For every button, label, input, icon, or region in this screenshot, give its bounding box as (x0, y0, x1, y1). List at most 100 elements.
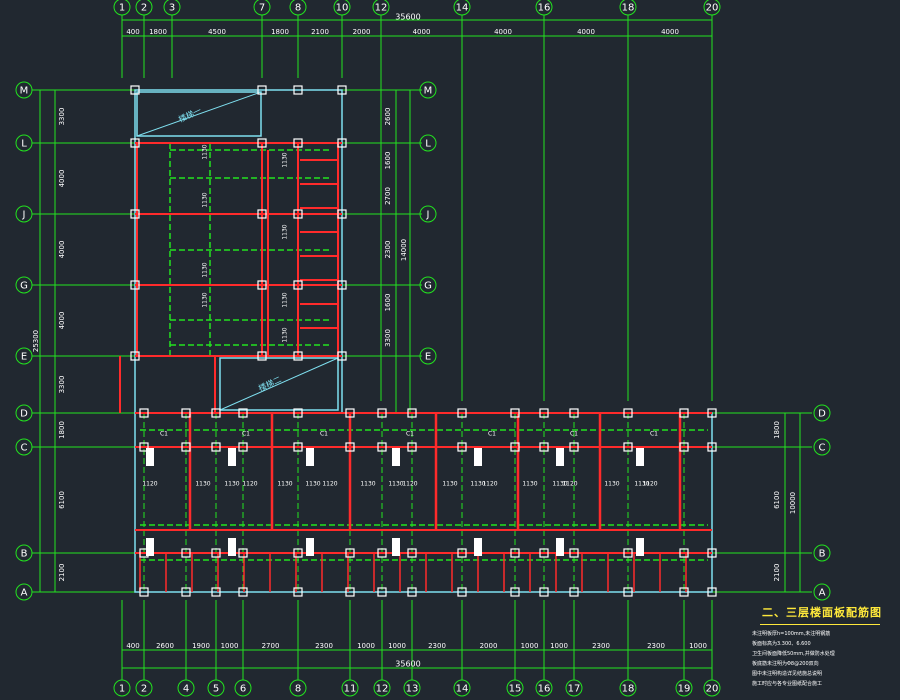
lintel-label-alt: 1120 (242, 481, 257, 488)
window-block (474, 538, 482, 556)
column (238, 587, 248, 597)
column (377, 442, 387, 452)
top-axis-12-label: 12 (375, 3, 388, 14)
column (337, 351, 347, 361)
right-lower-bay-dim: 1800 (773, 421, 781, 439)
bottom-axis-15-label: 15 (509, 684, 522, 695)
right-axis-J-label: J (426, 210, 430, 221)
column (139, 442, 149, 452)
bottom-axis-16-label: 16 (538, 684, 551, 695)
column (130, 85, 140, 95)
column (257, 138, 267, 148)
bottom-dim-label: 2300 (428, 642, 446, 650)
bottom-dim-label: 1000 (689, 642, 707, 650)
top-axis-10-label: 10 (336, 3, 349, 14)
bottom-axis-8-label: 8 (295, 684, 301, 695)
lintel-label: 1130 (282, 327, 289, 342)
lintel-label: 1130 (388, 481, 403, 488)
left-axis-J-circle (15, 205, 33, 223)
bottom-dim-label: 2300 (592, 642, 610, 650)
bottom-axis-5-label: 5 (213, 684, 219, 695)
column (539, 587, 549, 597)
left-bay-dim: 3300 (58, 108, 66, 126)
column (623, 408, 633, 418)
top-axis-7-label: 7 (259, 3, 265, 14)
structure-layer (119, 85, 717, 597)
column (707, 442, 717, 452)
column (130, 138, 140, 148)
drawing-title: 二、三层楼面板配筋图 (762, 606, 882, 619)
column (211, 442, 221, 452)
right-upper-bay-dim: 2700 (384, 187, 392, 205)
column (293, 587, 303, 597)
bottom-axis-12-circle (373, 679, 391, 697)
lintel-label: 1130 (202, 262, 209, 277)
window-block (474, 448, 482, 466)
left-bay-dim: 2100 (58, 564, 66, 582)
lintel-label: 1130 (604, 481, 619, 488)
window-block (556, 448, 564, 466)
left-axis-C-circle (15, 438, 33, 456)
column (130, 351, 140, 361)
left-axis-D-circle (15, 404, 33, 422)
column (510, 442, 520, 452)
top-axis-18-circle (619, 0, 637, 16)
column (130, 280, 140, 290)
column (181, 548, 191, 558)
stair-well-1-diagonal (136, 91, 262, 137)
window-tag: C1 (570, 431, 578, 438)
lintel-label: 1130 (202, 292, 209, 307)
bottom-axis-6-label: 6 (240, 684, 246, 695)
right-axis-A-label: A (819, 588, 826, 599)
column (457, 587, 467, 597)
left-axis-G-circle (15, 276, 33, 294)
column (457, 408, 467, 418)
lintel-label-alt: 1120 (402, 481, 417, 488)
title-underline (760, 624, 880, 625)
column (679, 587, 689, 597)
bottom-axis-4-circle (177, 679, 195, 697)
left-bay-dim: 6100 (58, 491, 66, 509)
lintel-label: 1130 (277, 481, 292, 488)
left-axis-M-label: M (20, 86, 29, 97)
column (181, 408, 191, 418)
left-axis-E-label: E (21, 352, 27, 363)
right-axis-B-circle (813, 544, 831, 562)
note-line-3: 卫生间板面降低50mm,并做防水处理 (752, 651, 835, 657)
bottom-axis-18-circle (619, 679, 637, 697)
window-block (556, 538, 564, 556)
right-axis-L-circle (419, 134, 437, 152)
top-dim-label: 1800 (149, 28, 167, 36)
note-line-1: 未注明板厚h=100mm,未注明钢筋 (752, 631, 831, 637)
top-axis-18-label: 18 (622, 3, 635, 14)
top-axis-2-circle (135, 0, 153, 16)
column (377, 587, 387, 597)
column (510, 587, 520, 597)
bottom-dim-label: 1900 (192, 642, 210, 650)
bottom-axis-8-circle (289, 679, 307, 697)
column (510, 408, 520, 418)
column (679, 442, 689, 452)
left-bay-dim: 3300 (58, 376, 66, 394)
left-axis-E-circle (15, 347, 33, 365)
column (211, 587, 221, 597)
lintel-label: 1130 (552, 481, 567, 488)
lintel-label: 1130 (224, 481, 239, 488)
right-axis-C-circle (813, 438, 831, 456)
column (377, 408, 387, 418)
window-tag: C1 (160, 431, 168, 438)
column (679, 548, 689, 558)
bottom-axis-1-label: 1 (119, 684, 125, 695)
left-axis-J-label: J (22, 210, 26, 221)
top-dim-label: 4000 (413, 28, 431, 36)
bottom-axis-13-circle (403, 679, 421, 697)
column (181, 442, 191, 452)
left-axis-C-label: C (21, 443, 28, 454)
column (293, 209, 303, 219)
column (130, 209, 140, 219)
column (539, 408, 549, 418)
top-overall-dim: 35600 (395, 13, 420, 22)
lintel-label: 1130 (522, 481, 537, 488)
column (238, 442, 248, 452)
